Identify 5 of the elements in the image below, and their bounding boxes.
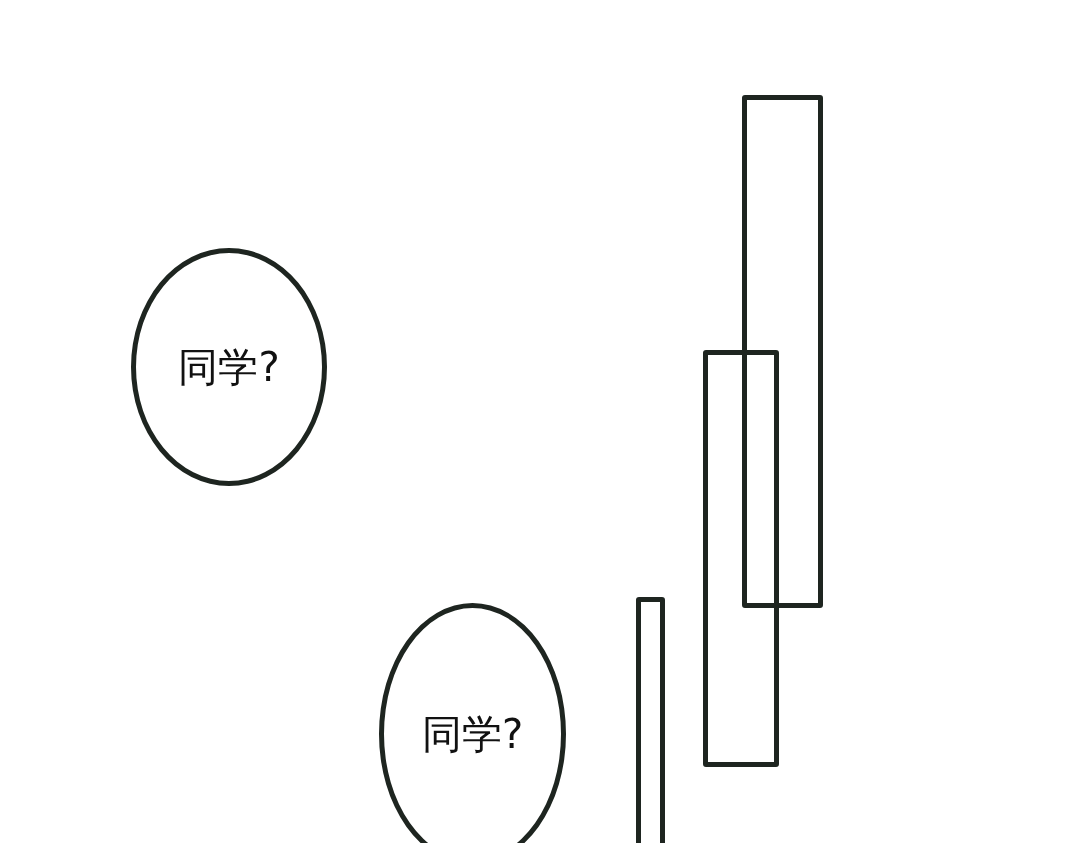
speech-bubble: 同学? — [131, 248, 327, 486]
speech-bubble: 同学? — [379, 603, 566, 843]
panel-frame — [703, 350, 779, 767]
panel-frame — [742, 95, 823, 608]
panel-frame — [636, 597, 665, 843]
